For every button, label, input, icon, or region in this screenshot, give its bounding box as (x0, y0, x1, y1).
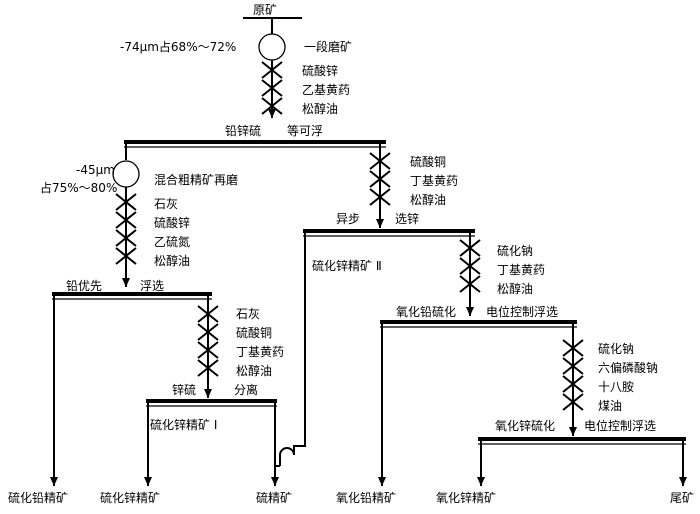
zn-conc-2-line (279, 231, 306, 466)
stage-oxzn-cell-bar (478, 437, 686, 441)
stage-s-left-label: 锌硫 (172, 382, 196, 397)
reagent-crosses-zn (369, 152, 391, 206)
reagent-s-b: 硫酸铜 (236, 325, 272, 340)
reagent-pb-c: 乙硫氮 (154, 234, 190, 249)
stage-zn-right-label: 选锌 (395, 212, 419, 226)
stage-oxpb-right-label: 电位控制浮选 (486, 304, 558, 319)
reagent-pb-a: 石灰 (154, 197, 178, 211)
reagent-1b: 乙基黄药 (302, 83, 350, 97)
regrind-label: 混合粗精矿再磨 (154, 172, 238, 187)
reagent-crosses-1 (261, 60, 283, 118)
reagent-oxpb-b: 丁基黄药 (497, 263, 545, 277)
reagent-crosses-s (197, 305, 219, 377)
reagent-crosses-oxzn (562, 339, 584, 411)
stage1-cell-bar (124, 140, 386, 144)
stage-pb-left-label: 铅优先 (66, 279, 102, 293)
product-pb-conc: 硫化铅精矿 (8, 490, 68, 505)
reagent-crosses-oxpb (459, 239, 481, 293)
reagent-1c: 松醇油 (302, 101, 338, 116)
reagent-s-d: 松醇油 (236, 363, 272, 378)
grind1-label: 一段磨矿 (304, 39, 352, 54)
product-oxzn-conc: 氧化锌精矿 (436, 491, 496, 505)
stage-oxpb-cell-bar (380, 320, 577, 324)
zn-conc-2-label: 硫化锌精矿 Ⅱ (312, 258, 382, 273)
reagent-oxpb-c: 松醇油 (497, 281, 533, 296)
product-s-conc: 硫精矿 (256, 490, 292, 505)
stage-pb-right-label: 浮选 (140, 279, 164, 293)
stage1-right-label: 等可浮 (287, 124, 323, 138)
reagent-oxzn-b: 六偏磷酸钠 (598, 360, 658, 375)
regrind-size-2: 占75%～80% (40, 180, 117, 195)
stage-s-right-label: 分离 (234, 382, 258, 397)
reagent-crosses-pb (115, 187, 137, 287)
stage-oxpb-left-label: 氧化铅硫化 (396, 304, 456, 319)
reagent-oxzn-c: 十八胺 (598, 380, 634, 394)
grind1-size-label: -74μm占68%～72% (120, 39, 236, 54)
reagent-oxzn-a: 硫化钠 (598, 341, 634, 356)
stage1-left-label: 铅锌硫 (225, 123, 261, 138)
stage-pb-cell-bar (52, 292, 212, 296)
reagent-s-a: 石灰 (236, 307, 260, 321)
regrind-size-1: -45μm (76, 163, 115, 177)
stage-oxzn-left-label: 氧化锌硫化 (495, 418, 555, 433)
reagent-pb-d: 松醇油 (154, 253, 190, 268)
reagent-oxpb-a: 硫化钠 (497, 243, 533, 258)
reagent-zn-c: 松醇油 (410, 192, 446, 207)
reagent-s-c: 丁基黄药 (236, 345, 284, 359)
zn-conc-1-label: 硫化锌精矿 Ⅰ (150, 417, 217, 432)
reagent-zn-a: 硫酸铜 (410, 154, 446, 169)
reagent-oxzn-d: 煤油 (598, 399, 622, 413)
stage-oxzn-right-label: 电位控制浮选 (584, 418, 656, 433)
grinding-mill-circle-1 (258, 33, 286, 61)
feed-label: 原矿 (253, 3, 277, 17)
reagent-1a: 硫酸锌 (302, 63, 338, 78)
stage-s-cell-bar (146, 399, 277, 403)
stage-zn-cell-bar (303, 229, 475, 233)
stage-zn-left-label: 异步 (336, 212, 360, 226)
product-oxpb-conc: 氧化铅精矿 (336, 491, 396, 505)
product-tailings: 尾矿 (670, 491, 694, 505)
product-zn-conc: 硫化锌精矿 (100, 490, 160, 505)
reagent-pb-b: 硫酸锌 (154, 215, 190, 230)
reagent-zn-b: 丁基黄药 (410, 174, 458, 188)
